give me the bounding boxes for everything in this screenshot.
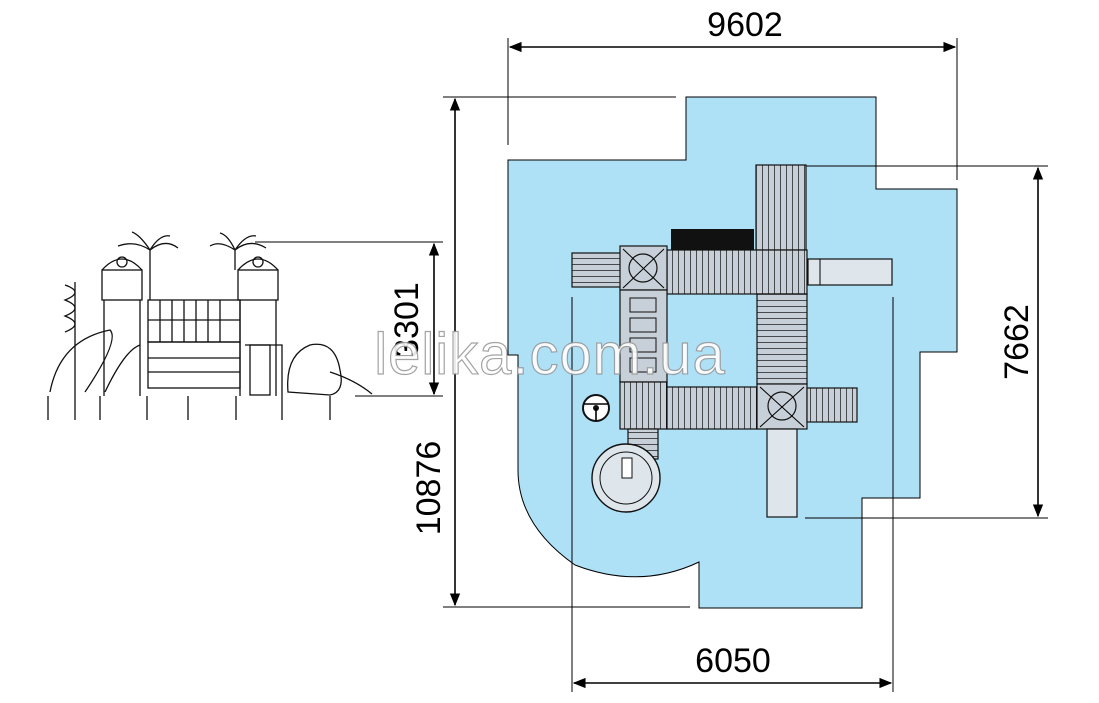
slide-right — [807, 258, 893, 286]
deck-bottom — [666, 386, 758, 430]
deck-left-column — [619, 289, 668, 383]
dimension-label-right-height: 7662 — [998, 304, 1036, 380]
watermark-text: lelika.com.ua — [374, 322, 725, 387]
slide-left — [571, 252, 625, 288]
ramp-right — [806, 387, 858, 423]
dimension-top-width: 9602 — [507, 6, 958, 180]
plan-view — [571, 164, 893, 518]
roof-pattern-icon — [622, 248, 665, 289]
deck-top — [666, 249, 808, 295]
steering-wheel-icon — [582, 394, 610, 422]
roof-pattern-icon — [759, 386, 805, 428]
climbing-net-top — [755, 164, 807, 251]
roof-beam — [671, 229, 754, 251]
dimension-label-left-height: 10876 — [410, 441, 448, 536]
dimension-label-elevation-height: 3301 — [388, 282, 426, 358]
dimension-right-height: 7662 — [805, 165, 1048, 519]
dimension-left-height: 10876 — [410, 96, 690, 608]
dimension-label-bottom-width: 6050 — [695, 642, 771, 680]
slide-bottom — [766, 428, 798, 518]
dimension-elevation-height: 3301 — [255, 241, 443, 397]
dimension-label-top-width: 9602 — [707, 6, 783, 44]
dimension-bottom-width: 6050 — [571, 297, 894, 692]
deck-right-column — [756, 293, 808, 385]
deck-bottom-left — [619, 381, 668, 430]
playground-elevation-drawing — [47, 231, 373, 420]
spiral-slide-icon — [591, 428, 661, 513]
